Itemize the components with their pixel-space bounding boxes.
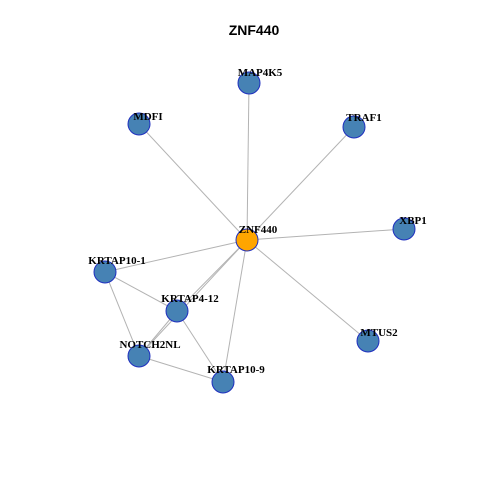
- node-krtap10-9[interactable]: KRTAP10-9: [207, 364, 265, 394]
- node-label-mdfi: MDFI: [133, 111, 162, 123]
- edge-krtap10-1-notch2nl: [104, 271, 140, 357]
- node-mdfi[interactable]: MDFI: [127, 111, 163, 136]
- node-circle-xbp1[interactable]: [392, 217, 416, 241]
- node-label-krtap10-9: KRTAP10-9: [207, 364, 265, 376]
- node-circle-mdfi[interactable]: [127, 112, 151, 136]
- node-label-krtap4-12: KRTAP4-12: [161, 293, 219, 305]
- edge-znf440-krtap10-1: [104, 239, 248, 273]
- node-traf1[interactable]: TRAF1: [342, 112, 382, 139]
- edge-krtap4-12-krtap10-9: [176, 310, 224, 383]
- node-circle-krtap10-1[interactable]: [93, 260, 117, 284]
- node-znf440[interactable]: ZNF440: [235, 224, 278, 252]
- diagram-title: ZNF440: [229, 22, 280, 38]
- node-mtus2[interactable]: MTUS2: [356, 327, 398, 353]
- node-circle-krtap4-12[interactable]: [165, 299, 189, 323]
- edge-znf440-map4k5: [246, 82, 250, 241]
- node-label-traf1: TRAF1: [346, 112, 381, 124]
- edge-znf440-mdfi: [138, 123, 248, 241]
- node-notch2nl[interactable]: NOTCH2NL: [119, 339, 181, 368]
- node-circle-znf440[interactable]: [235, 228, 259, 252]
- edge-znf440-traf1: [246, 126, 355, 241]
- node-label-notch2nl: NOTCH2NL: [119, 339, 180, 351]
- edge-krtap10-1-krtap4-12: [104, 271, 178, 312]
- node-label-xbp1: XBP1: [399, 215, 427, 227]
- node-label-krtap10-1: KRTAP10-1: [88, 255, 145, 267]
- edge-znf440-mtus2: [246, 239, 369, 342]
- node-xbp1[interactable]: XBP1: [392, 215, 427, 241]
- node-circle-traf1[interactable]: [342, 115, 366, 139]
- node-map4k5[interactable]: MAP4K5: [237, 67, 283, 95]
- node-krtap4-12[interactable]: KRTAP4-12: [161, 293, 219, 323]
- edge-znf440-xbp1: [246, 228, 405, 241]
- node-label-znf440: ZNF440: [239, 224, 278, 236]
- edge-notch2nl-krtap10-9: [138, 355, 224, 383]
- node-circle-krtap10-9[interactable]: [211, 370, 235, 394]
- edge-znf440-krtap10-9: [222, 239, 248, 383]
- node-circle-notch2nl[interactable]: [127, 344, 151, 368]
- node-krtap10-1[interactable]: KRTAP10-1: [88, 255, 146, 284]
- node-label-mtus2: MTUS2: [360, 327, 398, 339]
- node-circle-map4k5[interactable]: [237, 71, 261, 95]
- edge-znf440-notch2nl: [138, 239, 248, 357]
- node-label-map4k5: MAP4K5: [238, 67, 283, 79]
- node-circle-mtus2[interactable]: [356, 329, 380, 353]
